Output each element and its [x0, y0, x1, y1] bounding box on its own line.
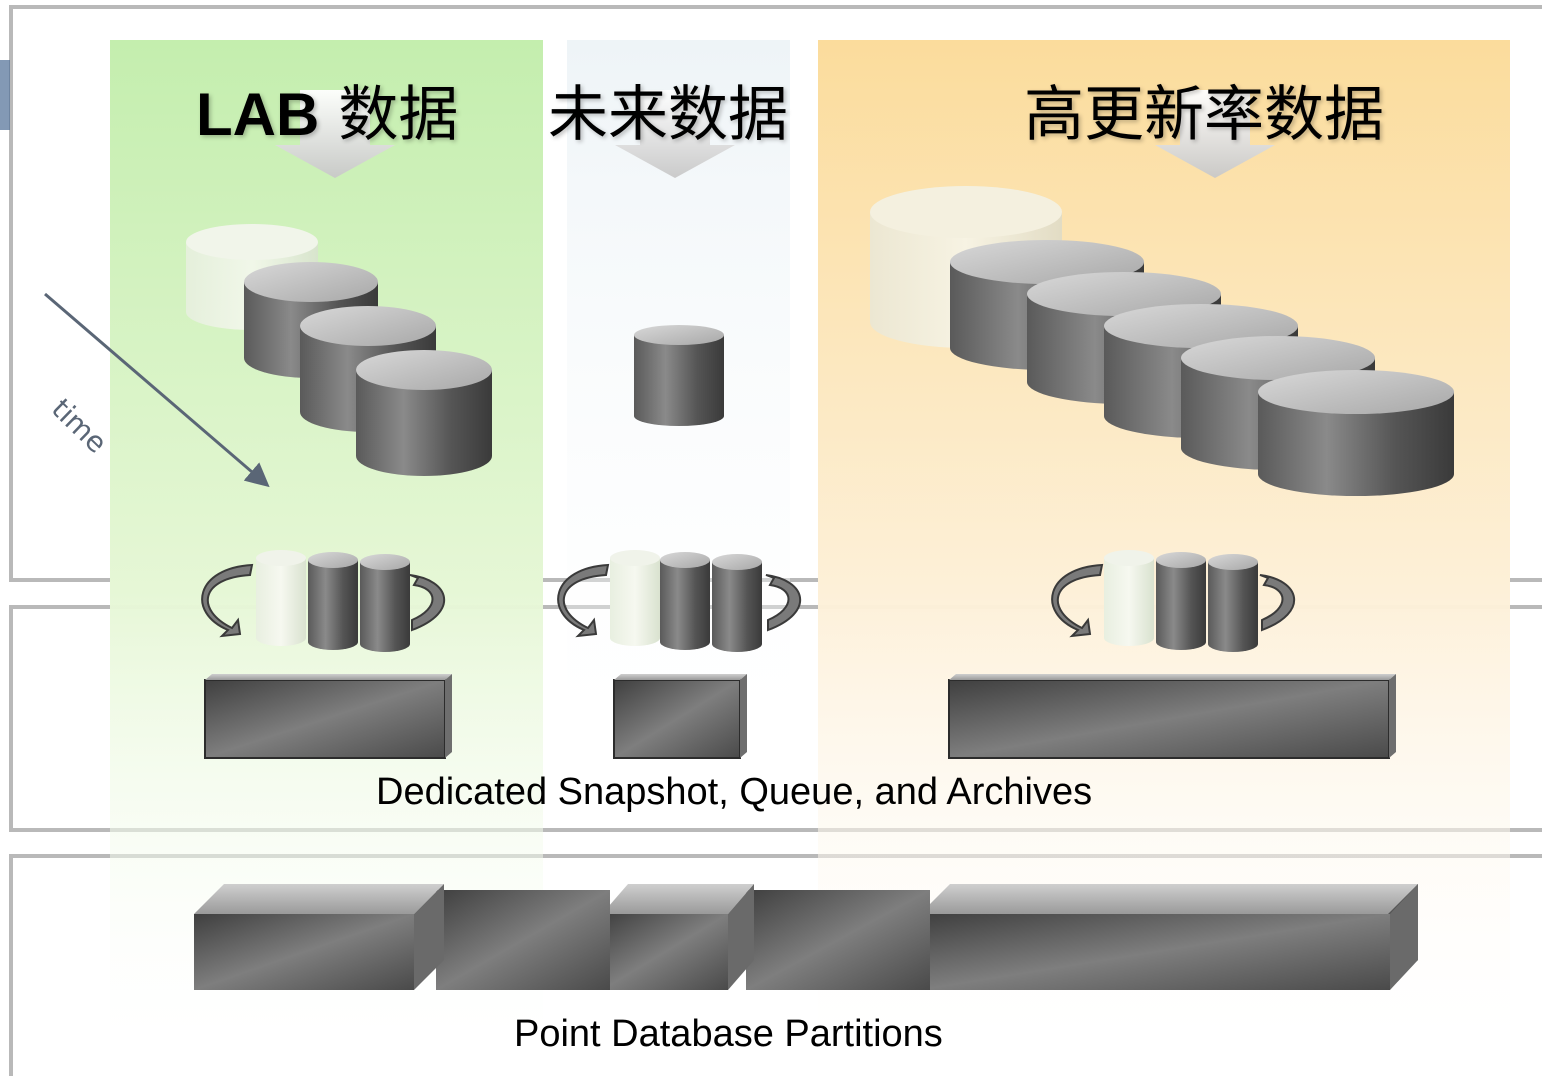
down-arrow-icon	[1155, 90, 1275, 178]
rotate-right-icon	[1259, 574, 1295, 632]
partition-box	[746, 890, 930, 990]
column-title-lab-text: 数据	[319, 80, 459, 150]
rotate-right-icon	[765, 574, 801, 632]
lab-data-stores	[186, 224, 492, 476]
rotate-right-icon	[409, 574, 445, 632]
partition-boxes	[194, 884, 1418, 990]
archive-box-high-rate	[948, 674, 1396, 759]
lab-cylinder	[356, 350, 492, 476]
input-arrows	[275, 90, 1275, 178]
partition-box	[194, 884, 444, 990]
high-rate-data-stores	[870, 186, 1454, 496]
archive-boxes	[204, 674, 1396, 759]
time-arrow	[44, 292, 270, 488]
rotate-left-icon	[557, 563, 610, 638]
column-title-lab: LAB 数据	[196, 70, 458, 160]
column-title-future-text: 未来数据	[548, 80, 788, 150]
edge-decoration	[0, 60, 10, 130]
queue-group-lab	[201, 550, 445, 652]
snapshot-caption: Dedicated Snapshot, Queue, and Archives	[376, 771, 1093, 813]
column-title-high-rate-text: 高更新率数据	[1024, 80, 1384, 150]
queue-group-high-rate	[1051, 550, 1295, 652]
partition-box	[436, 890, 610, 990]
column-title-future: 未来数据	[548, 70, 788, 160]
future-data-store	[634, 325, 724, 426]
queue-group-future	[557, 550, 801, 652]
high-rate-cylinder	[1258, 370, 1454, 496]
partitions-caption: Point Database Partitions	[514, 1013, 943, 1055]
column-title-high-rate: 高更新率数据	[1024, 70, 1384, 160]
rotate-left-icon	[201, 563, 254, 638]
down-arrow-icon	[615, 90, 735, 178]
column-band-lab	[110, 40, 543, 1040]
column-title-lab-bold: LAB	[196, 81, 320, 148]
down-arrow-icon	[275, 90, 395, 178]
rotate-left-icon	[1051, 563, 1104, 638]
archive-box-future	[613, 674, 747, 759]
archive-box-lab	[204, 674, 452, 759]
partition-box	[602, 884, 754, 990]
partition-box	[920, 884, 1418, 990]
